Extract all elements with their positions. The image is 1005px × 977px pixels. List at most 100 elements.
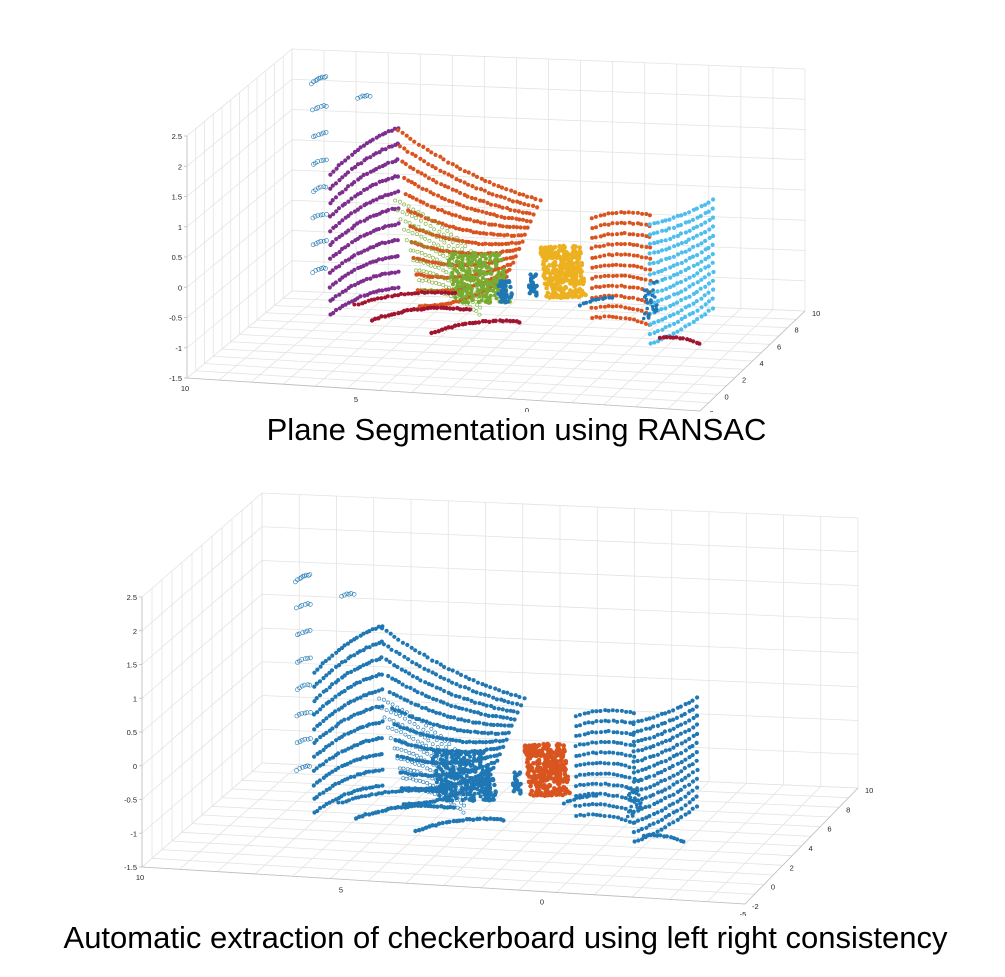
point-right-structure xyxy=(618,304,623,309)
point-right-structure xyxy=(631,221,636,226)
point-near-object xyxy=(456,250,461,255)
point-right-wall xyxy=(405,149,410,154)
point-right-structure xyxy=(649,300,653,305)
point-right-structure xyxy=(594,709,599,714)
point-near-object xyxy=(417,778,422,783)
point-right-structure xyxy=(619,283,624,288)
point-near-object xyxy=(427,279,432,284)
point-near-object xyxy=(406,229,411,233)
point-right-structure xyxy=(647,736,652,741)
point-right-structure xyxy=(687,210,692,215)
point-right-structure xyxy=(683,267,688,273)
point-right-structure xyxy=(598,254,602,259)
point-near-object xyxy=(444,285,449,290)
point-near-object xyxy=(405,726,409,731)
point-right-structure xyxy=(703,238,708,243)
point-checkerboard xyxy=(543,788,549,794)
point-right-wall xyxy=(414,197,419,202)
point-right-wall xyxy=(469,206,474,211)
point-near-object xyxy=(472,756,477,761)
point-left-wall xyxy=(395,238,400,243)
point-ground xyxy=(508,318,513,324)
point-right-wall xyxy=(410,715,415,720)
point-right-structure xyxy=(683,739,688,744)
point-right-wall xyxy=(395,664,400,670)
point-near-object xyxy=(415,739,420,744)
point-near-object xyxy=(431,241,436,246)
point-right-structure xyxy=(691,715,696,721)
point-right-structure xyxy=(694,206,699,211)
y-gridline xyxy=(256,78,771,345)
point-right-structure xyxy=(674,808,680,813)
point-right-structure xyxy=(687,718,692,723)
point-right-structure xyxy=(635,729,640,734)
point-right-structure xyxy=(671,773,676,778)
point-checkerboard xyxy=(544,285,549,291)
point-right-structure xyxy=(639,255,644,260)
point-right-wall xyxy=(497,739,502,744)
point-left-wall xyxy=(318,750,323,755)
point-right-structure xyxy=(710,306,716,311)
point-left-wall xyxy=(383,131,388,136)
point-near-object xyxy=(407,776,412,781)
point-right-structure xyxy=(675,233,681,239)
point-near-object xyxy=(449,251,454,256)
point-checkerboard xyxy=(570,261,575,266)
point-right-structure xyxy=(663,711,668,716)
point-right-structure xyxy=(640,747,645,753)
point-near-object xyxy=(400,739,405,744)
point-right-structure xyxy=(674,715,680,720)
point-near-object xyxy=(468,274,473,279)
point-right-wall xyxy=(406,771,411,776)
point-near-object xyxy=(422,758,427,763)
point-ground xyxy=(439,290,444,295)
point-right-structure xyxy=(631,779,637,784)
point-near-object xyxy=(430,742,435,747)
point-right-structure xyxy=(627,274,632,279)
point-right-structure xyxy=(660,740,665,745)
point-right-structure xyxy=(671,820,676,825)
point-right-structure xyxy=(574,784,578,789)
point-far xyxy=(307,682,313,688)
point-near-object xyxy=(395,746,400,751)
point-near-object xyxy=(387,717,392,722)
point-right-wall xyxy=(478,198,483,203)
point-right-wall xyxy=(453,213,458,218)
point-right-wall xyxy=(389,647,394,652)
point-ground xyxy=(390,789,395,794)
x-tick-label: 0 xyxy=(540,898,544,907)
point-right-wall xyxy=(533,196,538,202)
point-right-structure xyxy=(675,733,680,738)
point-right-structure xyxy=(622,242,627,246)
point-right-wall xyxy=(462,169,467,174)
point-right-structure xyxy=(662,720,668,726)
point-right-wall xyxy=(525,225,530,230)
point-right-structure xyxy=(645,301,650,305)
point-left-wall xyxy=(377,720,382,726)
point-right-structure xyxy=(590,730,595,735)
point-far xyxy=(302,710,308,716)
point-near-object xyxy=(458,298,463,303)
point-right-wall xyxy=(442,664,447,670)
point-right-structure xyxy=(679,778,684,783)
point-left-wall xyxy=(314,766,319,771)
point-far xyxy=(310,270,315,275)
point-right-structure xyxy=(656,790,661,795)
point-right-structure xyxy=(678,279,684,285)
point-right-wall xyxy=(405,726,410,731)
point-right-wall xyxy=(516,209,521,214)
point-right-wall xyxy=(472,700,478,705)
point-right-structure xyxy=(635,275,640,280)
point-ground xyxy=(413,788,418,793)
point-ground xyxy=(476,320,482,325)
point-left-wall xyxy=(330,755,336,760)
point-near-object xyxy=(461,810,466,815)
point-right-structure xyxy=(667,756,673,761)
point-right-wall xyxy=(465,205,470,211)
point-right-structure xyxy=(699,305,704,310)
point-right-structure xyxy=(699,204,704,209)
point-ground xyxy=(405,308,410,313)
point-right-wall xyxy=(482,730,487,735)
point-right-wall xyxy=(388,631,393,636)
point-right-structure xyxy=(593,235,598,240)
